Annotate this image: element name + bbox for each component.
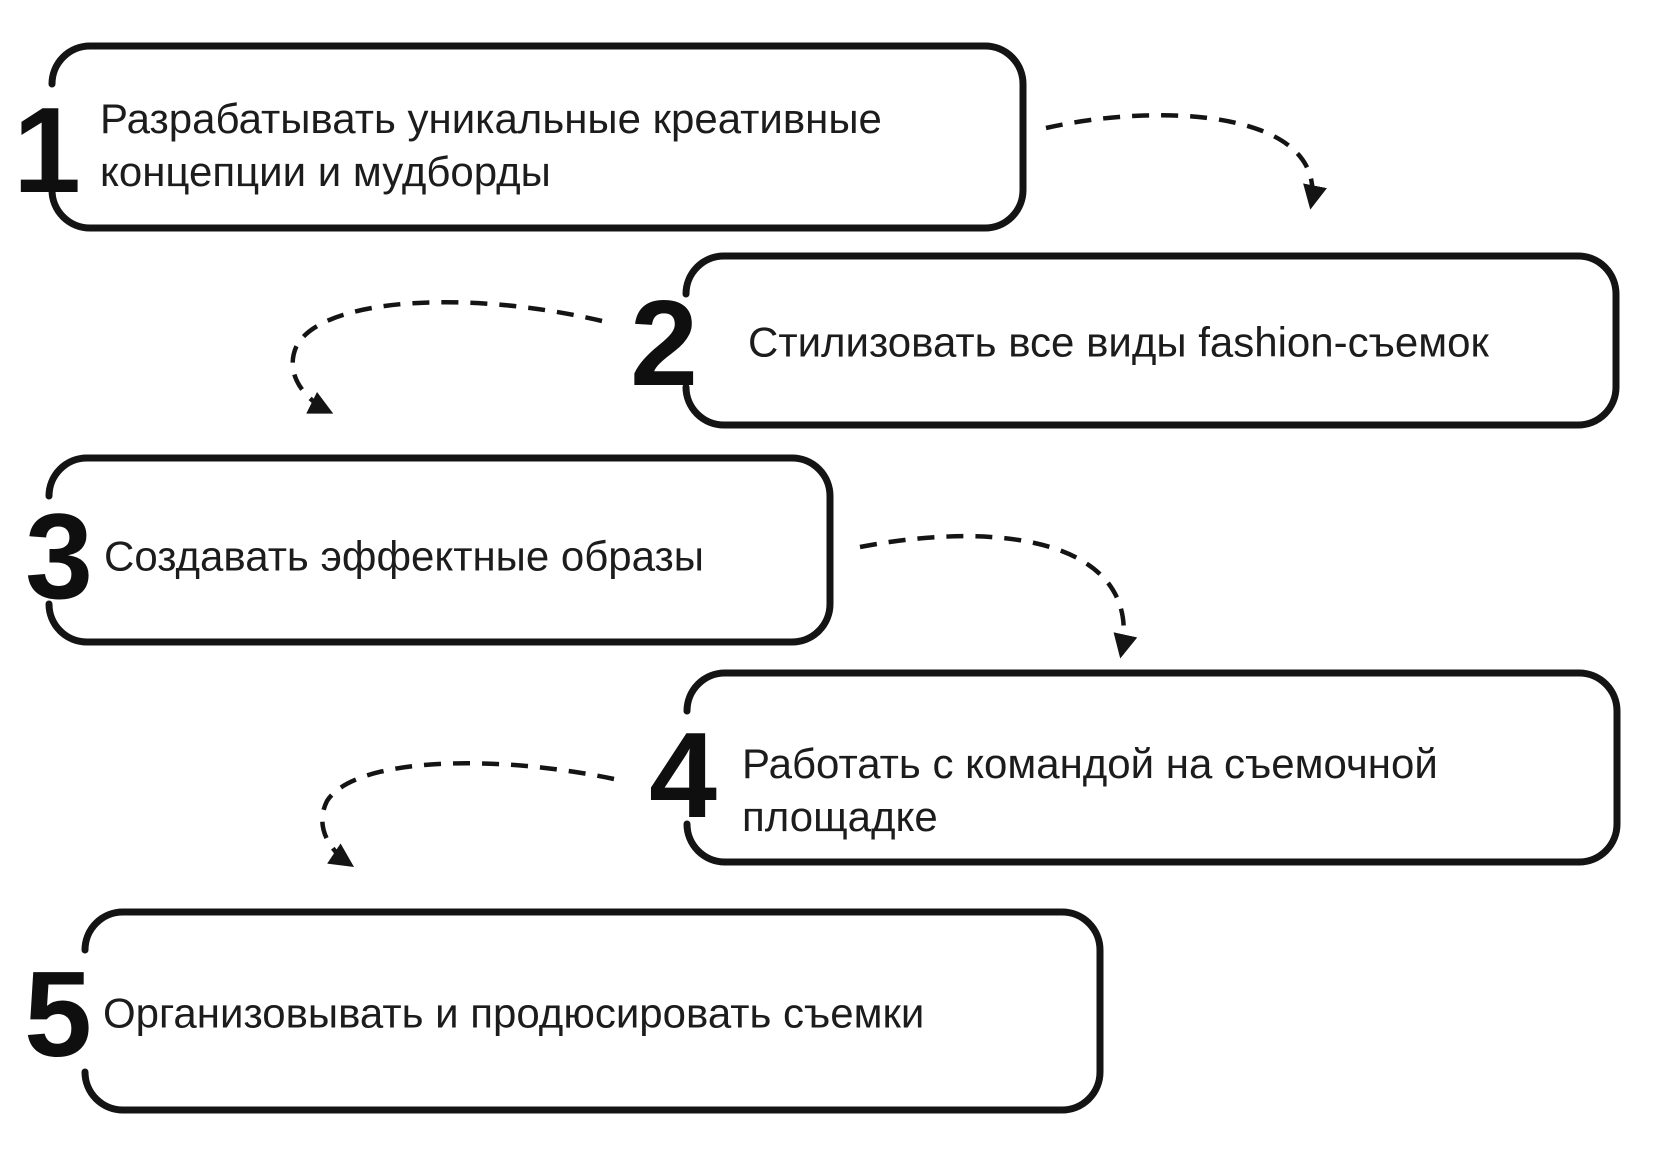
step-5-label: Организовывать и продюсировать съемки xyxy=(103,987,924,1040)
step-3-label-line-1: Создавать эффектные образы xyxy=(104,532,704,580)
step-1-label: Разрабатывать уникальные креативные конц… xyxy=(100,92,882,198)
step-5-box-border xyxy=(81,908,1104,1114)
step-4-label-line-1: Работать с командой на съемочной xyxy=(742,740,1438,787)
step-3-box-border xyxy=(45,454,834,646)
step-1-number: 1 xyxy=(13,82,81,218)
arrow-step-4-to-5 xyxy=(320,761,615,868)
arrow-step-2-to-3 xyxy=(290,300,603,415)
step-2-box-border xyxy=(682,252,1620,429)
step-3-number: 3 xyxy=(25,488,93,624)
arrow-step-3-to-4 xyxy=(859,533,1138,659)
step-2-label-line-1: Стилизовать все виды fashion-съемок xyxy=(748,318,1489,366)
step-1-box-border xyxy=(48,42,1027,232)
step-4-box-border xyxy=(683,669,1621,866)
step-4-label-line-2: площадке xyxy=(742,793,938,840)
step-4-number: 4 xyxy=(649,707,717,843)
step-1-label-line-2: концепции и мудборды xyxy=(100,148,551,195)
step-5-label-line-1: Организовывать и продюсировать съемки xyxy=(103,989,925,1037)
step-2-number: 2 xyxy=(630,275,698,411)
arrow-step-1-to-2 xyxy=(1045,112,1327,210)
step-4-label: Работать с командой на съемочной площадк… xyxy=(742,737,1438,843)
step-5-number: 5 xyxy=(24,946,92,1082)
step-3-label: Создавать эффектные образы xyxy=(104,530,704,583)
step-1-label-line-1: Разрабатывать уникальные креативные xyxy=(100,95,882,142)
step-2-label: Стилизовать все виды fashion-съемок xyxy=(748,316,1489,369)
